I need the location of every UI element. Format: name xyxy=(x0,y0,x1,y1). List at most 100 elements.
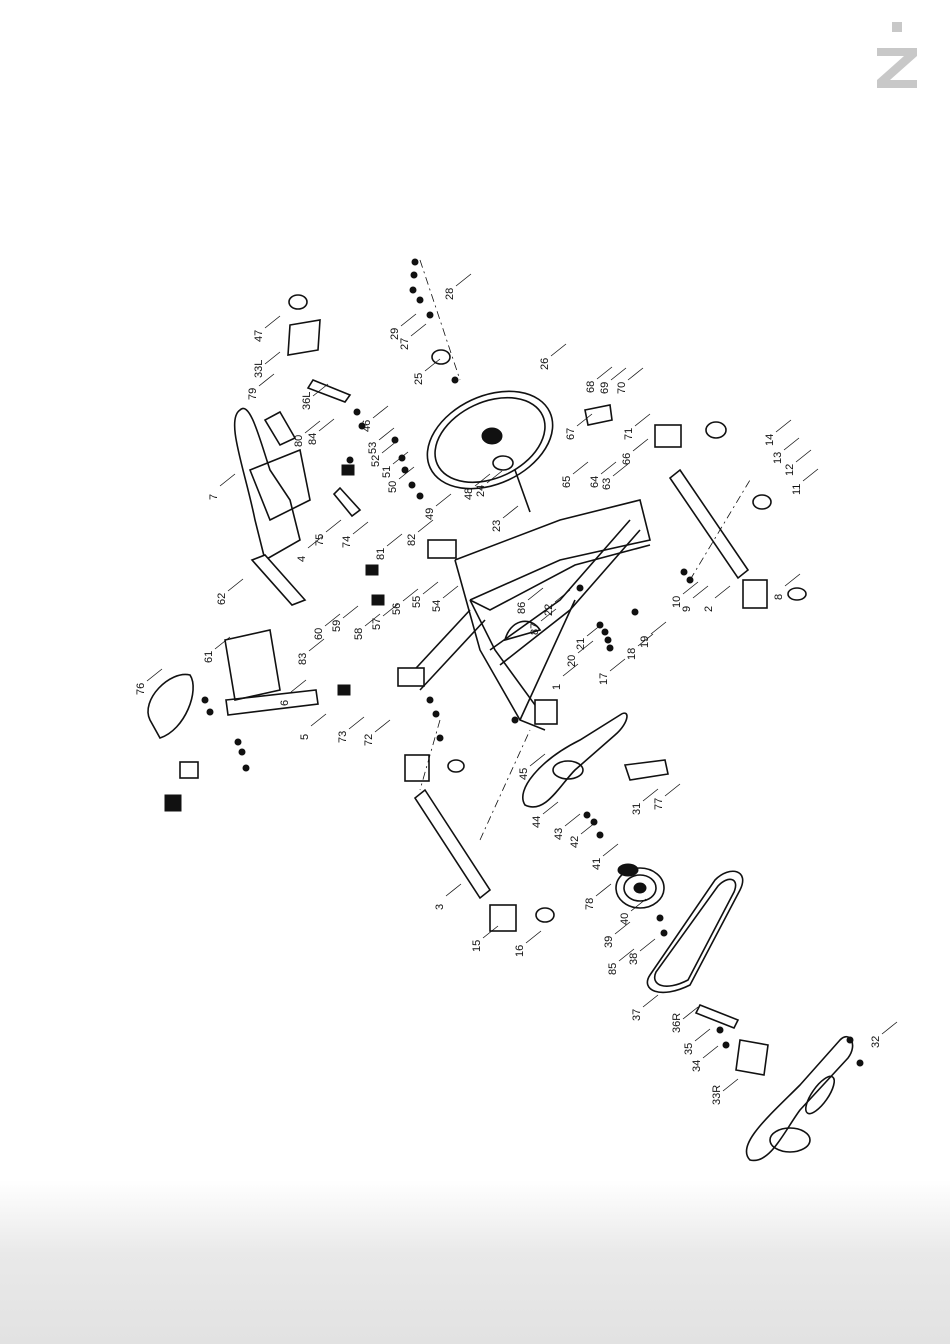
part-label-77: 77 xyxy=(653,798,665,810)
leader-line xyxy=(220,474,235,486)
part-label-66: 66 xyxy=(621,453,633,465)
leader-line xyxy=(375,720,390,732)
frame-diagonal-edge xyxy=(500,530,640,665)
leader-line xyxy=(573,462,588,474)
part-label-29: 29 xyxy=(389,328,401,340)
part-label-70: 70 xyxy=(616,382,628,394)
part-label-49: 49 xyxy=(424,508,436,520)
crank-arm-36l xyxy=(308,380,350,402)
leader-line xyxy=(776,420,791,432)
leader-line xyxy=(610,659,625,671)
flywheel-bearing xyxy=(493,456,513,470)
leader-line xyxy=(446,884,461,896)
part-label-64: 64 xyxy=(589,476,601,488)
stabilizer-3 xyxy=(415,790,490,898)
small-hardware xyxy=(661,930,667,936)
crank-arm-36r xyxy=(696,1005,738,1028)
knob xyxy=(165,795,181,811)
part-label-20: 20 xyxy=(566,655,578,667)
leader-line xyxy=(603,844,618,856)
part-label-23: 23 xyxy=(491,520,503,532)
leveler-rear-top xyxy=(448,760,464,772)
part-label-25: 25 xyxy=(413,373,425,385)
part-label-61: 61 xyxy=(203,651,215,663)
leader-line xyxy=(353,522,368,534)
brake-31 xyxy=(625,760,668,780)
part-label-52: 52 xyxy=(370,455,382,467)
leader-line xyxy=(311,714,326,726)
part-label-75: 75 xyxy=(314,534,326,546)
part-label-81: 81 xyxy=(375,548,387,560)
leader-line xyxy=(651,622,666,634)
leader-line xyxy=(382,441,397,453)
handlebar-sleeve xyxy=(398,668,424,686)
part-label-21: 21 xyxy=(575,638,587,650)
small-hardware xyxy=(433,711,439,717)
frame-top-tube xyxy=(455,500,650,600)
part-label-38: 38 xyxy=(628,953,640,965)
small-hardware xyxy=(602,629,608,635)
end-cap-rear-top xyxy=(405,755,429,781)
part-label-36l: 36L xyxy=(301,392,313,410)
part-label-26: 26 xyxy=(539,358,551,370)
part-label-76: 76 xyxy=(135,683,147,695)
leader-line xyxy=(555,590,570,602)
small-hardware xyxy=(632,609,638,615)
leader-line xyxy=(785,574,800,586)
leader-line xyxy=(628,368,643,380)
leader-line xyxy=(423,582,438,594)
leader-line xyxy=(418,520,433,532)
small-hardware xyxy=(411,272,417,278)
tension-knob xyxy=(585,405,612,425)
part-label-54: 54 xyxy=(431,600,443,612)
part-label-46: 46 xyxy=(361,420,373,432)
leader-line xyxy=(803,469,818,481)
part-label-80: 80 xyxy=(293,435,305,447)
leader-line xyxy=(611,368,626,380)
pedal-33r xyxy=(736,1040,768,1075)
leader-line xyxy=(543,802,558,814)
part-label-60: 60 xyxy=(313,628,325,640)
small-hardware xyxy=(597,832,603,838)
part-label-36r: 36R xyxy=(671,1013,683,1033)
leader-line xyxy=(693,586,708,598)
leader-line xyxy=(528,588,543,600)
small-hardware xyxy=(657,915,663,921)
part-label-12: 12 xyxy=(784,464,796,476)
spring-part xyxy=(338,685,350,695)
chain-guard-slot xyxy=(801,1072,839,1117)
part-label-45: 45 xyxy=(518,768,530,780)
spring-part xyxy=(366,565,378,575)
post-5 xyxy=(226,690,318,715)
small-hardware xyxy=(847,1037,853,1043)
part-label-72: 72 xyxy=(363,734,375,746)
part-label-82: 82 xyxy=(406,534,418,546)
axle-23 xyxy=(515,470,530,512)
part-label-74: 74 xyxy=(341,536,353,548)
leader-line xyxy=(882,1022,897,1034)
flywheel-nut xyxy=(432,350,450,364)
leader-line xyxy=(349,717,364,729)
leveler-8 xyxy=(788,588,806,600)
part-label-86: 86 xyxy=(516,602,528,614)
small-hardware xyxy=(417,493,423,499)
part-label-33l: 33L xyxy=(253,360,265,378)
foot-wheel xyxy=(706,422,726,438)
chain-guard-outer-hole xyxy=(770,1128,810,1152)
part-label-84: 84 xyxy=(307,433,319,445)
leader-line xyxy=(640,939,655,951)
leader-line xyxy=(305,421,320,433)
small-hardware xyxy=(243,765,249,771)
end-cap-front-bottom xyxy=(743,580,767,608)
part-label-51: 51 xyxy=(381,466,393,478)
part-label-15: 15 xyxy=(471,940,483,952)
part-label-31: 31 xyxy=(631,803,643,815)
wheel-12 xyxy=(753,495,771,509)
leader-line xyxy=(393,452,408,464)
leader-line xyxy=(265,316,280,328)
part-label-6: 6 xyxy=(279,700,291,706)
leader-line xyxy=(436,494,451,506)
part-label-17: 17 xyxy=(598,673,610,685)
leader-line xyxy=(635,414,650,426)
part-label-41: 41 xyxy=(591,858,603,870)
